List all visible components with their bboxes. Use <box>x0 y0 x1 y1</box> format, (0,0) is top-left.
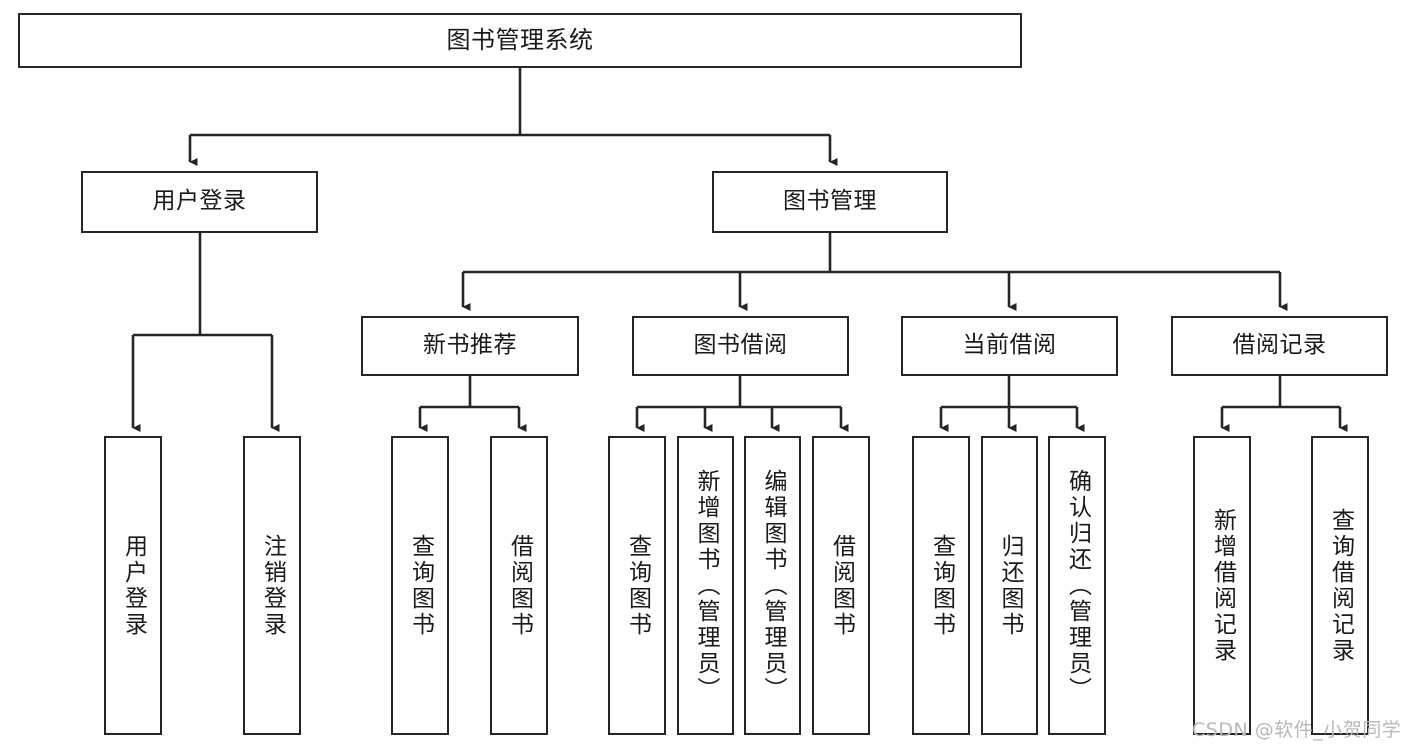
node-leaf-return-book[interactable]: 归还图书 <box>981 436 1038 735</box>
node-user-login-label: 用户登录 <box>152 188 247 215</box>
node-book-manage-label: 图书管理 <box>783 188 877 215</box>
node-leaf-confirm-return[interactable]: 确认归还（管理员） <box>1048 436 1106 735</box>
node-leaf-return-book-label: 归还图书 <box>997 533 1023 638</box>
node-leaf-edit-book[interactable]: 编辑图书（管理员） <box>744 436 801 735</box>
node-leaf-add-record[interactable]: 新增借阅记录 <box>1193 436 1251 735</box>
node-book-borrow-label: 图书借阅 <box>693 332 788 359</box>
node-leaf-confirm-return-label: 确认归还（管理员） <box>1064 468 1091 703</box>
node-book-borrow[interactable]: 图书借阅 <box>632 316 849 376</box>
node-leaf-query-book-current[interactable]: 查询图书 <box>912 436 970 735</box>
node-root-label: 图书管理系统 <box>446 26 594 55</box>
node-leaf-add-book-label: 新增图书（管理员） <box>693 468 719 703</box>
node-leaf-query-record[interactable]: 查询借阅记录 <box>1311 436 1369 735</box>
node-leaf-edit-book-label: 编辑图书（管理员） <box>760 468 786 703</box>
node-borrow-record-label: 借阅记录 <box>1232 332 1327 359</box>
node-book-manage[interactable]: 图书管理 <box>712 171 948 233</box>
node-leaf-add-book[interactable]: 新增图书（管理员） <box>677 436 734 735</box>
node-leaf-borrow-book[interactable]: 借阅图书 <box>812 436 870 735</box>
node-leaf-user-logout-label: 注销登录 <box>259 533 286 638</box>
node-new-book-rec[interactable]: 新书推荐 <box>361 316 579 376</box>
node-borrow-record[interactable]: 借阅记录 <box>1171 316 1388 376</box>
node-leaf-query-book-borrow-label: 查询图书 <box>624 533 651 638</box>
node-leaf-query-book-rec[interactable]: 查询图书 <box>391 436 449 735</box>
node-leaf-query-book-rec-label: 查询图书 <box>407 533 434 638</box>
node-leaf-query-book-borrow[interactable]: 查询图书 <box>608 436 666 735</box>
node-leaf-user-logout[interactable]: 注销登录 <box>243 436 301 735</box>
node-leaf-borrow-book-rec[interactable]: 借阅图书 <box>490 436 548 735</box>
node-leaf-user-login-label: 用户登录 <box>120 533 147 638</box>
node-current-borrow[interactable]: 当前借阅 <box>901 316 1118 376</box>
node-new-book-rec-label: 新书推荐 <box>423 332 517 359</box>
node-leaf-borrow-book-label: 借阅图书 <box>828 533 855 638</box>
node-leaf-query-record-label: 查询借阅记录 <box>1327 507 1354 664</box>
node-leaf-borrow-book-rec-label: 借阅图书 <box>506 533 533 638</box>
node-user-login[interactable]: 用户登录 <box>81 171 318 233</box>
node-leaf-user-login[interactable]: 用户登录 <box>104 436 162 735</box>
node-current-borrow-label: 当前借阅 <box>962 332 1057 359</box>
node-leaf-query-book-current-label: 查询图书 <box>928 533 955 638</box>
node-root[interactable]: 图书管理系统 <box>18 13 1022 68</box>
node-leaf-add-record-label: 新增借阅记录 <box>1209 507 1236 664</box>
